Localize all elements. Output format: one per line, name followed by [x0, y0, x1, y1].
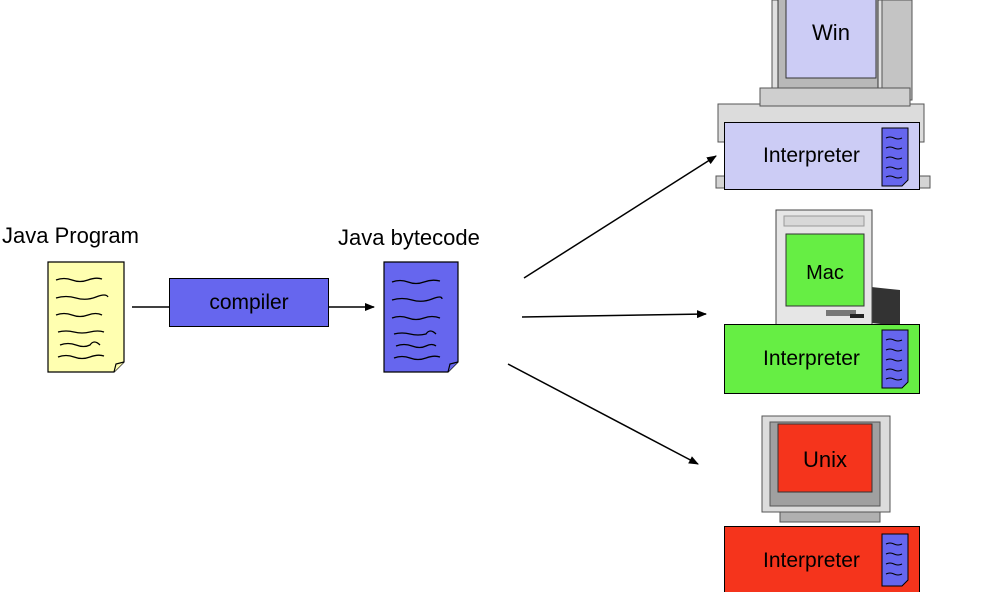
win-interpreter-doc-icon — [881, 127, 909, 187]
bytecode-document-icon — [383, 261, 459, 373]
unix-screen-label: Unix — [802, 447, 847, 472]
unix-interpreter-doc-icon — [881, 533, 909, 587]
mac-screen — [785, 233, 865, 307]
mac-screen-label: Mac — [806, 262, 844, 284]
win-screen-label: Win — [812, 20, 850, 45]
compiler-box: compiler — [169, 278, 329, 327]
unix-computer-icon — [761, 415, 891, 523]
bytecode-label: Java bytecode — [338, 225, 480, 250]
mac-interpreter-doc-icon — [881, 329, 909, 389]
source-label: Java Program — [2, 223, 139, 248]
source-document-icon — [47, 261, 125, 373]
arrow-to-mac — [521, 310, 707, 319]
unix-screen — [777, 423, 873, 493]
arrow-to-unix — [507, 363, 699, 465]
mac-interpreter-label: Interpreter — [763, 347, 860, 370]
win-screen — [785, 0, 877, 79]
mac-computer-icon — [775, 209, 900, 327]
win-interpreter-label: Interpreter — [763, 144, 860, 167]
arrow-to-win — [523, 155, 717, 279]
unix-interpreter-label: Interpreter — [763, 549, 860, 572]
compiler-label: compiler — [209, 290, 289, 314]
